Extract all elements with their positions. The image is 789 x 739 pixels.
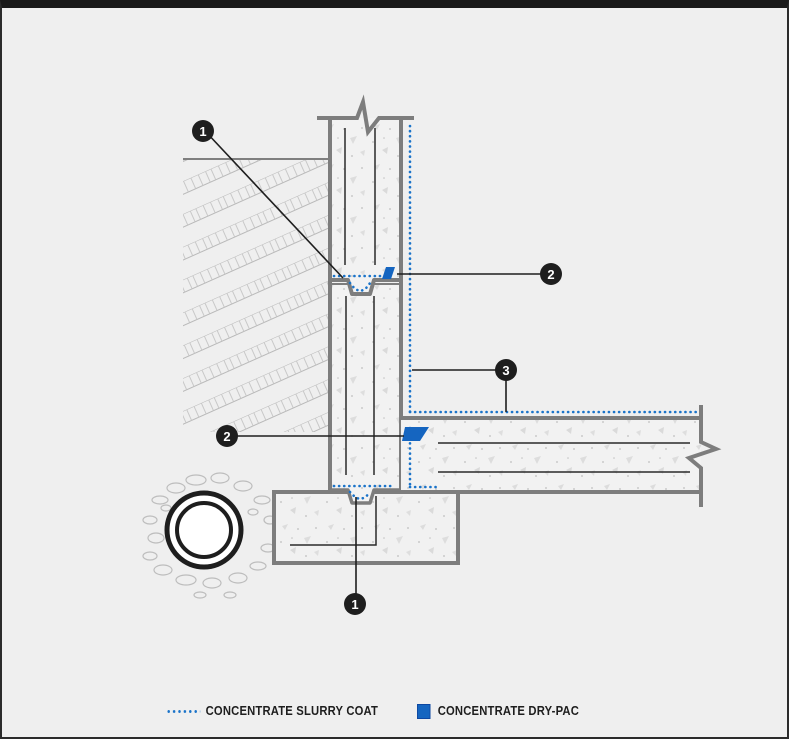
svg-text:2: 2 [223, 429, 230, 444]
slurry-coat [332, 124, 700, 501]
dry-pac [382, 267, 429, 441]
upper-wall [317, 94, 414, 283]
callout-2-upper: 2 [540, 263, 562, 285]
footing-keyway [330, 488, 401, 505]
callout-2-lower: 2 [216, 425, 238, 447]
legend-drypac: CONCENTRATE DRY-PAC [417, 701, 579, 721]
legend-drypac-label: CONCENTRATE DRY-PAC [437, 704, 580, 718]
lower-wall [328, 281, 403, 494]
slurry-dots-icon [166, 709, 201, 713]
legend-slurry: CONCENTRATE SLURRY COAT [166, 701, 378, 721]
legend-slurry-label: CONCENTRATE SLURRY COAT [205, 704, 379, 718]
drypac-swatch-icon [417, 703, 431, 719]
svg-text:2: 2 [547, 267, 554, 282]
svg-text:1: 1 [351, 597, 358, 612]
floor-slab [401, 405, 722, 507]
callout-1-top: 1 [192, 120, 214, 142]
callout-3: 3 [495, 359, 517, 381]
drain-pipe [164, 490, 244, 570]
svg-text:1: 1 [199, 124, 206, 139]
svg-text:3: 3 [502, 363, 509, 378]
callout-1-bottom: 1 [344, 593, 366, 615]
soil-backfill [183, 158, 330, 432]
